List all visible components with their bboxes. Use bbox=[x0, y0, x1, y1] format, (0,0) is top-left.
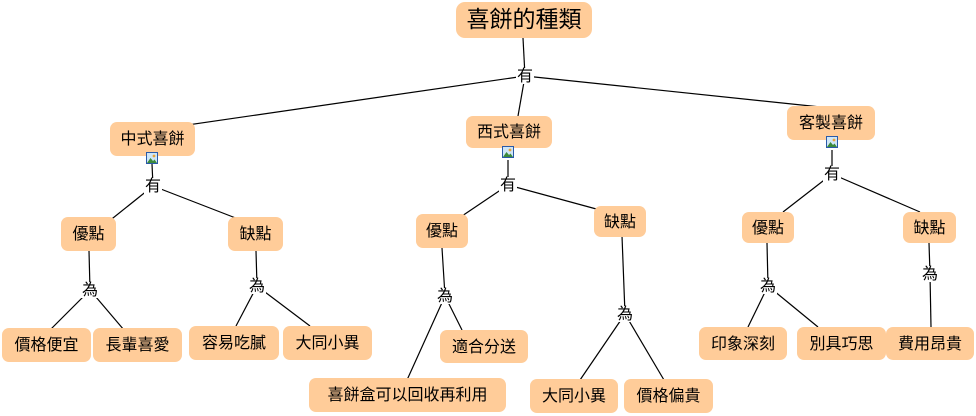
custom-cons-node: 缺點 bbox=[903, 212, 956, 243]
chinese-con-item: 容易吃膩 bbox=[189, 326, 279, 360]
edge bbox=[524, 75, 831, 109]
edge bbox=[406, 295, 446, 381]
link-label-is: 為 bbox=[758, 276, 778, 295]
western-pro-item: 適合分送 bbox=[440, 330, 528, 363]
link-label-have: 有 bbox=[498, 175, 518, 194]
chinese-cake-node: 中式喜餅 bbox=[110, 122, 195, 156]
western-con-item: 價格偏貴 bbox=[624, 379, 713, 413]
root-node: 喜餅的種類 bbox=[456, 2, 592, 38]
edge bbox=[621, 235, 626, 315]
image-icon[interactable] bbox=[502, 146, 514, 158]
edge bbox=[579, 313, 626, 381]
western-cons-node: 缺點 bbox=[594, 206, 646, 237]
chinese-con-item: 大同小異 bbox=[283, 326, 372, 360]
link-label-have: 有 bbox=[822, 164, 842, 183]
link-label-is: 為 bbox=[80, 280, 100, 299]
link-label-is: 為 bbox=[435, 286, 455, 305]
western-cake-node: 西式喜餅 bbox=[466, 116, 552, 148]
edge bbox=[152, 75, 526, 131]
custom-pros-node: 優點 bbox=[742, 212, 794, 243]
edge bbox=[929, 273, 932, 328]
edge bbox=[624, 313, 665, 381]
image-icon[interactable] bbox=[146, 152, 158, 164]
western-con-item: 大同小異 bbox=[530, 379, 618, 413]
link-label-is: 為 bbox=[247, 276, 267, 295]
chinese-cons-node: 缺點 bbox=[228, 217, 283, 251]
link-label-have: 有 bbox=[143, 176, 163, 195]
edge bbox=[831, 173, 921, 213]
edge bbox=[152, 185, 247, 223]
custom-con-item: 費用昂貴 bbox=[886, 327, 974, 360]
western-pros-node: 優點 bbox=[416, 214, 468, 248]
chinese-pro-item: 長輩喜愛 bbox=[93, 328, 182, 362]
link-label-have: 有 bbox=[515, 66, 535, 85]
chinese-pro-item: 價格便宜 bbox=[2, 328, 91, 362]
edge bbox=[507, 184, 601, 211]
link-label-is: 為 bbox=[615, 304, 635, 323]
custom-pro-item: 印象深刻 bbox=[699, 327, 787, 360]
link-label-is: 為 bbox=[920, 264, 940, 283]
chinese-pros-node: 優點 bbox=[61, 217, 116, 251]
western-pro-item: 喜餅盒可以回收再利用 bbox=[309, 378, 506, 412]
custom-pro-item: 別具巧思 bbox=[797, 327, 886, 360]
image-icon[interactable] bbox=[826, 136, 838, 148]
custom-cake-node: 客製喜餅 bbox=[787, 106, 875, 140]
